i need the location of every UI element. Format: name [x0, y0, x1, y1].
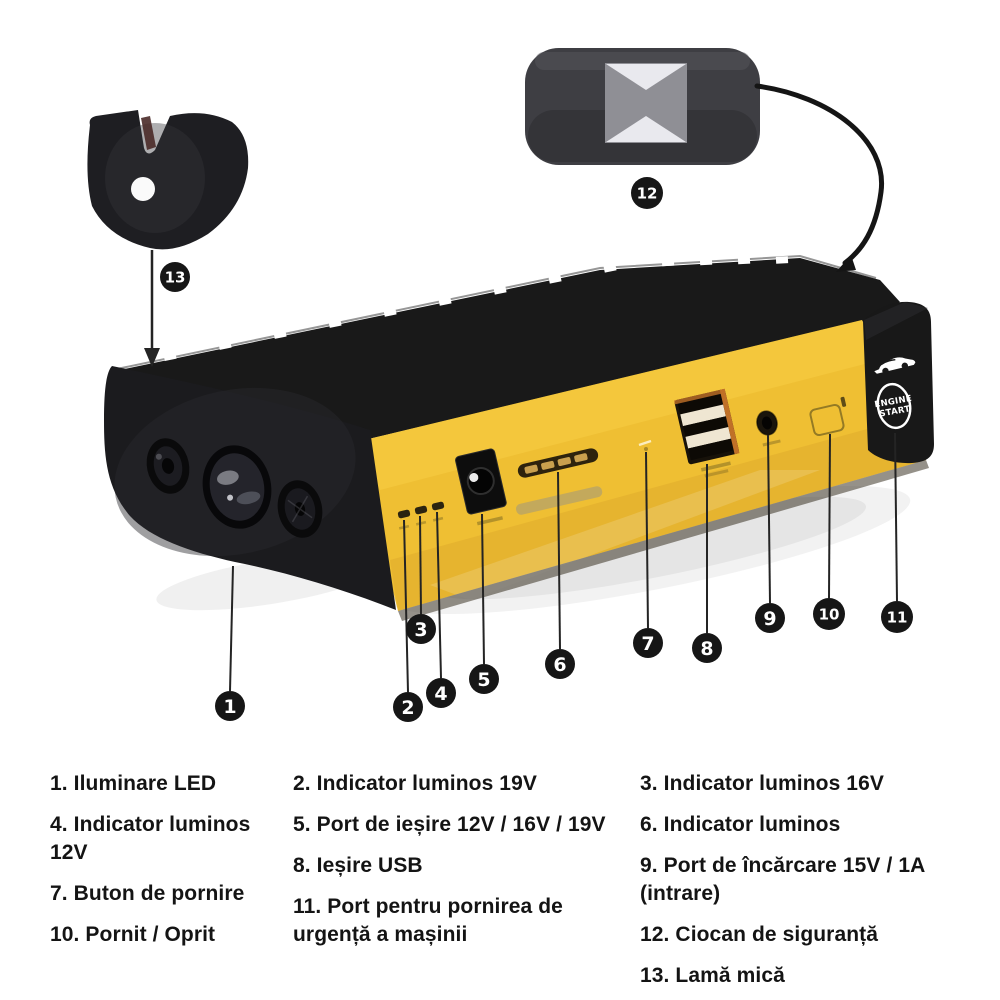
- svg-text:4: 4: [434, 683, 447, 705]
- callout-7: 7: [633, 628, 663, 658]
- legend-column-1: 1. Iluminare LED 4. Indicator luminos 12…: [0, 770, 293, 1000]
- svg-text:12: 12: [637, 185, 658, 203]
- led-small-left-icon: [146, 438, 190, 494]
- legend-item-5: 5. Port de ieșire 12V / 16V / 19V: [293, 812, 606, 836]
- leader-line-5: [481, 513, 485, 665]
- jump-starter-diagram: ENGINE START: [87, 48, 934, 722]
- callout-3: 3: [406, 614, 436, 644]
- dc-output-jack-icon: [455, 448, 507, 526]
- safety-hammer: [525, 48, 885, 272]
- svg-text:7: 7: [641, 633, 654, 655]
- device-left-cap: [104, 366, 396, 610]
- device-top-ridge: [110, 254, 900, 442]
- legend-item-11: 11. Port pentru pornirea de urgență a ma…: [293, 894, 563, 946]
- svg-text:2: 2: [401, 697, 414, 719]
- curved-arrow-12: [754, 83, 885, 266]
- ridge-notches: [163, 256, 789, 362]
- leader-line-2: [403, 519, 409, 693]
- svg-text:10: 10: [819, 606, 840, 624]
- engine-start-badge: ENGINE START: [874, 382, 913, 430]
- callout-11: 11: [881, 601, 913, 633]
- callout-13: 13: [160, 262, 190, 292]
- legend-item-4: 4. Indicator luminos 12V: [50, 812, 251, 864]
- legend-item-2: 2. Indicator luminos 19V: [293, 772, 537, 795]
- callout-5: 5: [469, 664, 499, 694]
- callout-6: 6: [545, 649, 575, 679]
- leader-line-1: [229, 565, 234, 692]
- svg-text:6: 6: [553, 654, 566, 676]
- legend-column-3: 3. Indicator luminos 16V 6. Indicator lu…: [640, 770, 940, 1000]
- usb-ports-icon: [673, 388, 740, 478]
- device-bottom-edge: [398, 460, 929, 621]
- leader-lines: [229, 432, 898, 693]
- legend-item-9: 9. Port de încărcare 15V / 1A (intrare): [640, 853, 925, 905]
- blade-notch: [141, 116, 156, 150]
- callout-10: 10: [813, 598, 845, 630]
- legend-column-2: 2. Indicator luminos 19V 5. Port de ieși…: [293, 770, 640, 1000]
- callout-8: 8: [692, 633, 722, 663]
- leader-line-6: [557, 471, 561, 650]
- indicator-light-icon: [638, 439, 652, 451]
- leader-line-11: [894, 432, 898, 602]
- legend-item-7: 7. Buton de pornire: [50, 881, 245, 905]
- arrowhead-12: [836, 255, 856, 272]
- leader-line-9: [767, 434, 771, 604]
- small-blade: [87, 110, 249, 367]
- callout-4: 4: [426, 678, 456, 708]
- svg-text:5: 5: [477, 669, 490, 691]
- legend-item-8: 8. Ieșire USB: [293, 853, 423, 877]
- callout-9: 9: [755, 603, 785, 633]
- legend-item-10: 10. Pornit / Oprit: [50, 922, 216, 946]
- svg-text:9: 9: [763, 608, 776, 630]
- callout-12: 12: [631, 177, 663, 209]
- leader-line-4: [436, 511, 442, 679]
- legend: 1. Iluminare LED 4. Indicator luminos 12…: [0, 754, 1000, 1000]
- leader-line-7: [645, 451, 649, 629]
- svg-text:3: 3: [414, 619, 427, 641]
- charge-input-port-icon: [756, 410, 781, 447]
- legend-item-3: 3. Indicator luminos 16V: [640, 772, 884, 795]
- device-front-face: [356, 320, 929, 621]
- device-right-cap: ENGINE START: [863, 301, 934, 464]
- leader-line-3: [419, 515, 422, 615]
- led-main-icon: [202, 445, 272, 529]
- svg-text:11: 11: [887, 609, 908, 627]
- leader-line-10: [828, 433, 831, 599]
- callout-2: 2: [393, 692, 423, 722]
- arrowhead-13: [144, 348, 160, 367]
- blade-hole: [131, 177, 155, 201]
- indicator-lights-icon: [397, 501, 445, 530]
- callout-1: 1: [215, 691, 245, 721]
- svg-text:1: 1: [223, 696, 236, 718]
- svg-text:13: 13: [165, 269, 186, 287]
- car-icon: [874, 357, 916, 375]
- legend-item-13: 13. Lamă mică: [640, 963, 785, 987]
- legend-item-6: 6. Indicator luminos: [640, 812, 841, 836]
- led-small-right-icon: [277, 480, 323, 538]
- legend-item-12: 12. Ciocan de siguranță: [640, 922, 879, 946]
- svg-text:8: 8: [700, 638, 713, 660]
- power-switch-icon: [809, 396, 847, 437]
- callout-badges: 1 2 3 4 5 6 7 8: [160, 177, 913, 722]
- legend-item-1: 1. Iluminare LED: [50, 772, 217, 795]
